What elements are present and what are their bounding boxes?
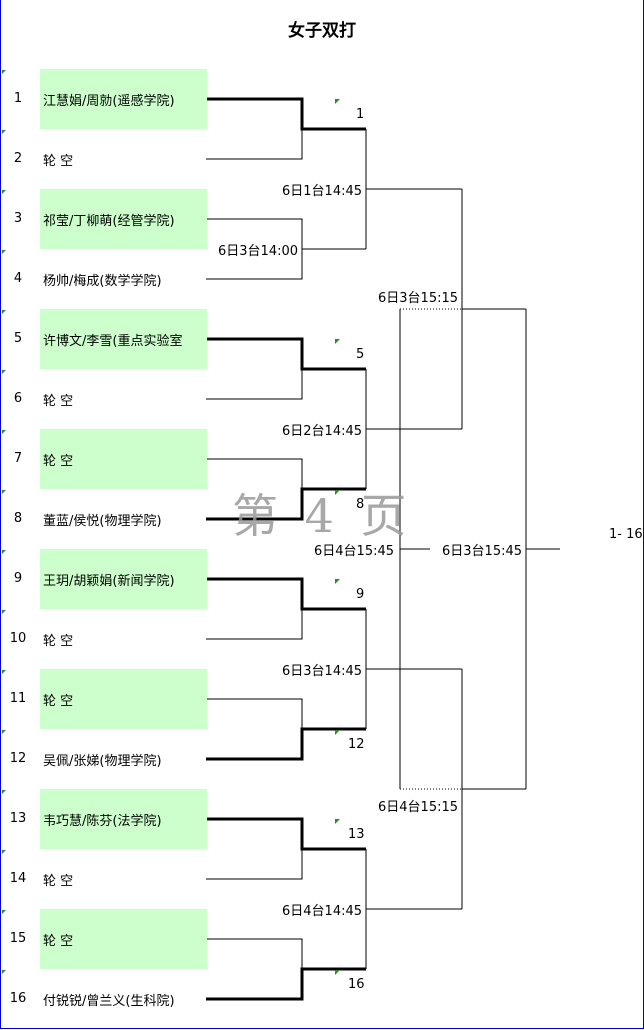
cell-marker xyxy=(2,70,6,74)
winner-number: 16 xyxy=(348,977,365,992)
match-label-r2-2: 6日2台14:45 xyxy=(282,424,363,439)
cell-marker xyxy=(2,490,6,494)
entry-highlight xyxy=(40,669,207,729)
team-name: 轮 空 xyxy=(43,874,74,889)
cell-marker xyxy=(2,310,6,314)
seed-number: 14 xyxy=(9,871,27,886)
team-name: 吴佩/张娣(物理学院) xyxy=(43,754,162,769)
team-name: 江慧娟/周勍(遥感学院) xyxy=(43,94,175,109)
seed-number: 4 xyxy=(13,271,23,286)
entry-highlight xyxy=(40,549,207,609)
match-label-3-4: 6日3台14:00 xyxy=(218,244,299,259)
r1-line-9 xyxy=(206,577,366,611)
team-name: 韦巧慧/陈芬(法学院) xyxy=(43,814,162,829)
seed-number: 5 xyxy=(13,331,23,346)
seed-number: 6 xyxy=(13,391,23,406)
seed-number: 11 xyxy=(9,691,27,706)
cell-marker xyxy=(2,730,6,734)
team-name: 轮 空 xyxy=(43,454,74,469)
winner-flag-icon xyxy=(335,819,340,824)
cell-marker xyxy=(2,610,6,614)
r1-line-5 xyxy=(206,337,366,371)
r1-line-13 xyxy=(206,817,366,851)
cell-marker xyxy=(2,850,6,854)
winner-number: 8 xyxy=(356,497,365,512)
winner-flag-icon xyxy=(335,99,340,104)
entry-highlight xyxy=(40,309,207,369)
winner-flag-icon xyxy=(335,730,340,735)
team-name: 轮 空 xyxy=(43,394,74,409)
entry-highlight xyxy=(40,69,207,129)
match-label-r2-1: 6日1台14:45 xyxy=(282,184,363,199)
r1-line-15 xyxy=(206,938,303,969)
winner-number: 5 xyxy=(356,347,365,362)
winner-number: 12 xyxy=(348,737,365,752)
team-name: 轮 空 xyxy=(43,634,74,649)
cell-marker xyxy=(2,970,6,974)
winner-flag-icon xyxy=(335,490,340,495)
seed-number: 9 xyxy=(13,571,23,586)
entry-highlight xyxy=(40,789,207,849)
entry-highlight xyxy=(40,909,207,969)
winner-number: 1 xyxy=(356,107,365,122)
team-name: 杨帅/梅成(数学学院) xyxy=(43,274,162,289)
team-name: 王玥/胡颖娟(新闻学院) xyxy=(43,574,175,589)
match-label-r2-3: 6日3台14:45 xyxy=(282,664,363,679)
cell-marker xyxy=(2,910,6,914)
winner-flag-icon xyxy=(335,579,340,584)
r1-line-11 xyxy=(206,698,303,729)
winner-flag-icon xyxy=(335,339,340,344)
winner-flag-icon xyxy=(335,970,340,975)
seed-number: 8 xyxy=(13,511,23,526)
seed-number: 10 xyxy=(9,631,27,646)
cell-marker xyxy=(2,250,6,254)
r1-line-6 xyxy=(206,369,303,400)
r1-line-16 xyxy=(206,967,366,1001)
page-watermark: 第 4 页 xyxy=(232,489,413,543)
r1-line-10 xyxy=(206,609,303,640)
team-name: 祁莹/丁柳萌(经管学院) xyxy=(43,214,175,229)
match-label-cross: 6日4台15:45 xyxy=(314,544,395,559)
seed-number: 3 xyxy=(13,211,23,226)
cell-marker xyxy=(2,790,6,794)
entry-highlight xyxy=(40,429,207,489)
team-name: 轮 空 xyxy=(43,694,74,709)
r1-line-14 xyxy=(206,849,303,880)
team-name: 轮 空 xyxy=(43,154,74,169)
match-label-r2-4: 6日4台14:45 xyxy=(282,904,363,919)
r1-line-2 xyxy=(206,129,303,160)
cell-marker xyxy=(2,430,6,434)
entry-highlight xyxy=(40,189,207,249)
winner-number: 9 xyxy=(356,587,365,602)
r1-line-12 xyxy=(206,727,366,761)
seed-number: 12 xyxy=(9,751,27,766)
team-name: 董蓝/侯悦(物理学院) xyxy=(43,514,162,529)
team-name: 许博文/李雪(重点实验室 xyxy=(43,334,183,349)
team-name: 付锐锐/曾兰义(生科院) xyxy=(43,994,175,1009)
seed-number: 16 xyxy=(9,991,27,1006)
r1-line-7 xyxy=(206,458,303,489)
match-label-r3-2: 6日4台15:15 xyxy=(378,800,459,815)
cell-marker xyxy=(2,190,6,194)
seed-number: 2 xyxy=(13,151,23,166)
cell-marker xyxy=(2,370,6,374)
team-name: 轮 空 xyxy=(43,934,74,949)
r1-line-3 xyxy=(206,218,366,250)
r1-line-1 xyxy=(206,97,366,131)
seed-number: 1 xyxy=(13,91,23,106)
match-label-final: 6日3台15:45 xyxy=(442,544,523,559)
r1-line-4 xyxy=(206,249,303,280)
cell-marker xyxy=(2,130,6,134)
result-range: 1- 16 xyxy=(609,527,643,542)
r1-line-8 xyxy=(206,487,366,521)
seed-number: 13 xyxy=(9,811,27,826)
match-label-r3-1: 6日3台15:15 xyxy=(378,291,459,306)
page-title: 女子双打 xyxy=(288,21,356,41)
winner-number: 13 xyxy=(348,827,365,842)
cell-marker xyxy=(2,670,6,674)
seed-number: 15 xyxy=(9,931,27,946)
cell-marker xyxy=(2,550,6,554)
seed-number: 7 xyxy=(13,451,23,466)
